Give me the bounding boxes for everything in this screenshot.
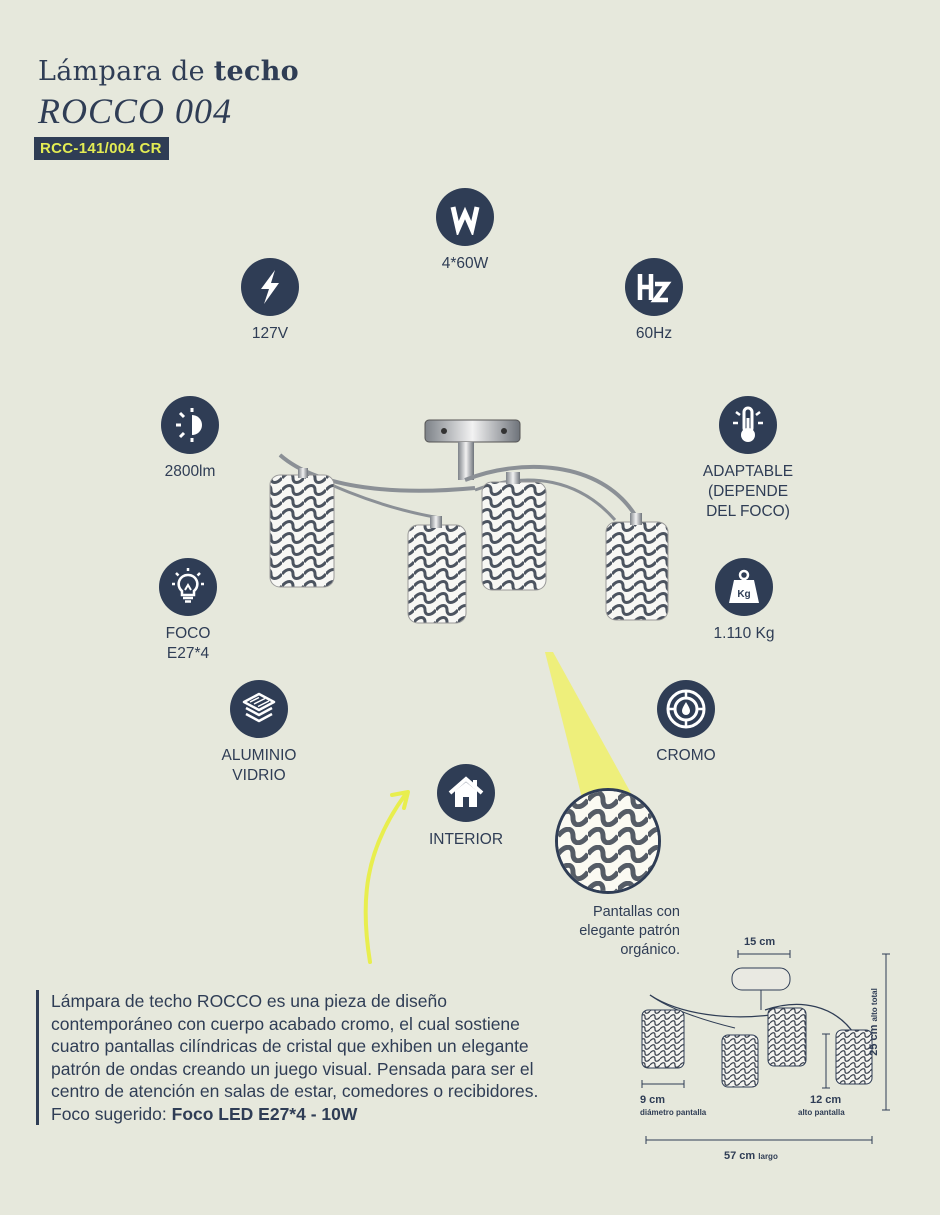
lightbulb-icon — [159, 558, 217, 616]
spec-material-label: ALUMINIO VIDRIO — [221, 747, 297, 784]
suggested-bulb-label: Foco sugerido: — [51, 1103, 167, 1124]
dim-shade-diameter-note: diámetro pantalla — [640, 1108, 707, 1117]
title-prefix: Lámpara de — [38, 56, 205, 87]
spec-finish: CROMO — [606, 680, 766, 766]
dim-total-height: 25 cm alto total — [868, 988, 880, 1056]
dim-shade-diameter-value: 9 cm — [640, 1094, 666, 1106]
spec-lumens-label: 2800lm — [164, 463, 216, 480]
spec-temperature-label: ADAPTABLE (DEPENDE DEL FOCO) — [702, 463, 794, 520]
dim-total-height-value: 25 cm — [867, 1024, 880, 1056]
dim-shade-diameter: 9 cm diámetro pantalla — [640, 1094, 706, 1118]
house-icon — [437, 764, 495, 822]
dim-length-note: largo — [758, 1152, 778, 1161]
hz-icon — [625, 258, 683, 316]
thermometer-icon — [719, 396, 777, 454]
dim-length: 57 cm largo — [724, 1150, 778, 1162]
dim-length-value: 57 cm — [724, 1150, 756, 1162]
dim-shade-height-note: alto pantalla — [798, 1108, 845, 1117]
lamp-illustration — [269, 419, 669, 624]
spec-frequency: 60Hz — [574, 258, 734, 344]
spec-usage: INTERIOR — [386, 764, 546, 850]
title-line: Lámpara de techo — [38, 56, 299, 87]
suggested-bulb-value: Foco LED E27*4 - 10W — [171, 1103, 358, 1124]
title-bold: techo — [213, 56, 299, 87]
sku-badge: RCC-141/004 CR — [34, 137, 169, 160]
spec-material: ALUMINIO VIDRIO — [179, 680, 339, 786]
shade-detail-zoom — [555, 788, 661, 894]
spec-temperature: ADAPTABLE (DEPENDE DEL FOCO) — [668, 396, 828, 522]
dim-shade-height: 12 cm alto pantalla — [798, 1094, 845, 1118]
layers-icon — [230, 680, 288, 738]
spec-weight-label: 1.110 Kg — [713, 625, 775, 642]
dim-total-height-note: alto total — [869, 988, 879, 1022]
dim-canopy: 15 cm — [744, 936, 776, 948]
watt-icon — [436, 188, 494, 246]
lightning-icon — [241, 258, 299, 316]
weight-icon-text: Kg — [737, 589, 750, 600]
spec-watts-label: 4*60W — [441, 255, 489, 272]
dim-shade-height-value: 12 cm — [810, 1094, 842, 1106]
description-body: Lámpara de techo ROCCO es una pieza de d… — [51, 991, 539, 1101]
spec-voltage-label: 127V — [251, 325, 289, 342]
spec-bulb: FOCO E27*4 — [108, 558, 268, 664]
spec-weight: Kg 1.110 Kg — [664, 558, 824, 644]
detail-caption: Pantallas con elegante patrón orgánico. — [579, 904, 680, 958]
spec-frequency-label: 60Hz — [635, 325, 673, 342]
spec-watts: 4*60W — [385, 188, 545, 274]
weight-icon: Kg — [715, 558, 773, 616]
spec-usage-label: INTERIOR — [428, 831, 504, 848]
product-description: Lámpara de techo ROCCO es una pieza de d… — [36, 990, 541, 1125]
brightness-icon — [161, 396, 219, 454]
spec-voltage: 127V — [190, 258, 350, 344]
spec-lumens: 2800lm — [110, 396, 270, 482]
chrome-icon — [657, 680, 715, 738]
spec-bulb-label: FOCO E27*4 — [165, 625, 211, 662]
model-name: ROCCO 004 — [38, 91, 233, 131]
spec-finish-label: CROMO — [656, 747, 716, 764]
